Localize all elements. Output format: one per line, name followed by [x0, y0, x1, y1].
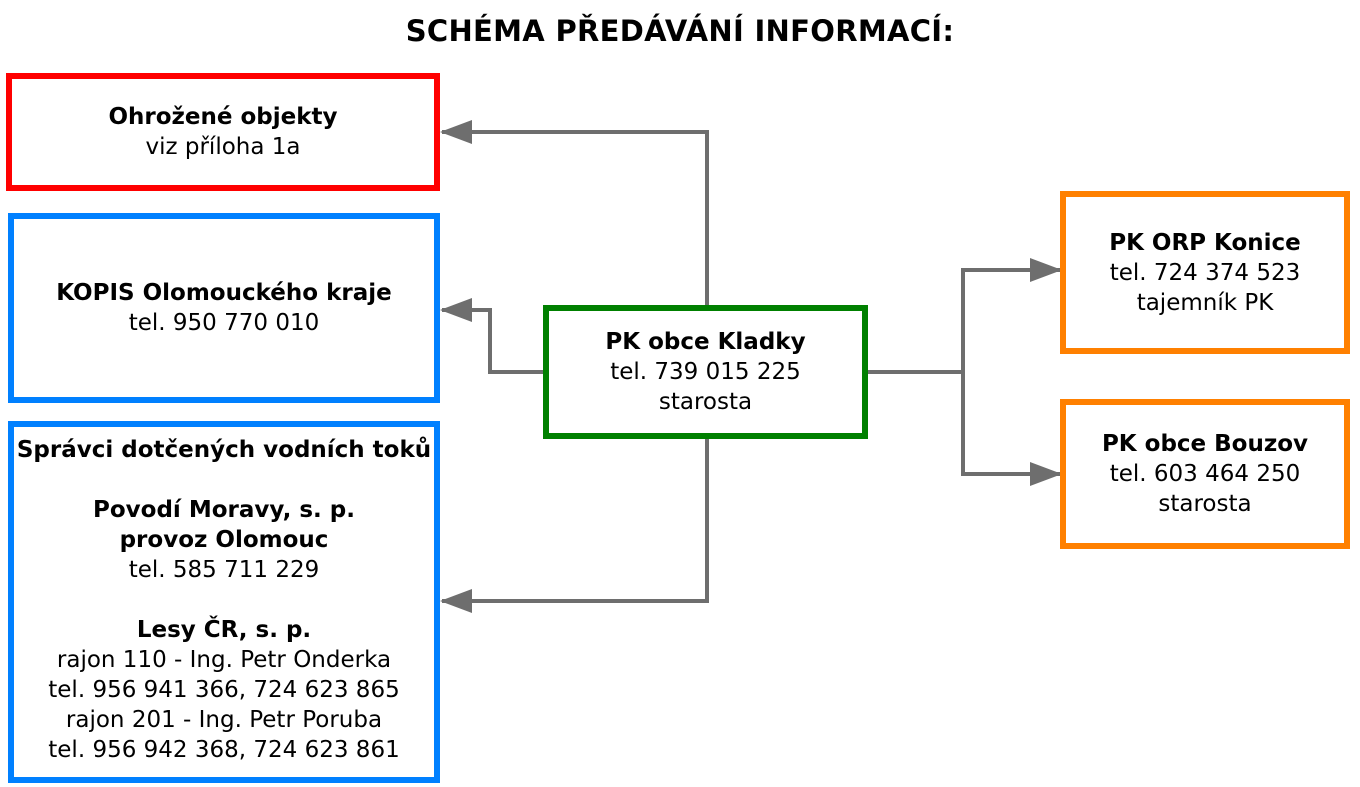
kopis-box: KOPIS Olomouckého kraje tel. 950 770 010: [8, 213, 440, 403]
povodi-phone: tel. 585 711 229: [128, 557, 320, 583]
arrow-to-orp: [868, 258, 1062, 374]
kopis-title: KOPIS Olomouckého kraje: [56, 280, 392, 306]
povodi-name: Povodí Moravy, s. p.: [93, 497, 355, 523]
kopis-phone: tel. 950 770 010: [128, 310, 320, 336]
lesy-phone-201: tel. 956 942 368, 724 623 861: [48, 737, 400, 763]
lesy-name: Lesy ČR, s. p.: [136, 617, 312, 643]
orp-konice-role: tajemník PK: [1136, 289, 1274, 316]
kladky-phone: tel. 739 015 225: [610, 359, 801, 385]
threatened-objects-note: viz příloha 1a: [145, 134, 301, 160]
kladky-title: PK obce Kladky: [605, 329, 806, 355]
bouzov-role: starosta: [1158, 491, 1252, 517]
kladky-role: starosta: [658, 389, 753, 415]
water-managers-box: Správci dotčených vodních toků Povodí Mo…: [8, 421, 440, 783]
lesy-phone-110: tel. 956 941 366, 724 623 865: [48, 677, 400, 703]
bouzov-box: PK obce Bouzov tel. 603 464 250 starosta: [1060, 399, 1350, 549]
orp-konice-box: PK ORP Konice tel. 724 374 523 tajemník …: [1060, 191, 1350, 354]
orp-konice-phone: tel. 724 374 523: [1109, 259, 1301, 286]
arrow-to-kopis: [440, 298, 543, 374]
arrow-to-bouzov: [961, 372, 1062, 486]
diagram-title: SCHÉMA PŘEDÁVÁNÍ INFORMACÍ:: [405, 14, 955, 48]
arrow-to-managers: [440, 437, 709, 613]
arrow-to-threatened: [440, 120, 709, 305]
threatened-objects-box: Ohrožené objekty viz příloha 1a: [6, 73, 440, 191]
lesy-rajon-110: rajon 110 - Ing. Petr Onderka: [56, 647, 392, 673]
orp-konice-title: PK ORP Konice: [1109, 229, 1301, 256]
center-box-kladky: PK obce Kladky tel. 739 015 225 starosta: [543, 305, 868, 439]
bouzov-phone: tel. 603 464 250: [1109, 461, 1301, 487]
povodi-branch: provoz Olomouc: [119, 527, 329, 553]
threatened-objects-title: Ohrožené objekty: [108, 104, 338, 130]
water-managers-heading: Správci dotčených vodních toků: [16, 437, 432, 463]
lesy-rajon-201: rajon 201 - Ing. Petr Poruba: [65, 707, 383, 733]
bouzov-title: PK obce Bouzov: [1101, 431, 1309, 457]
